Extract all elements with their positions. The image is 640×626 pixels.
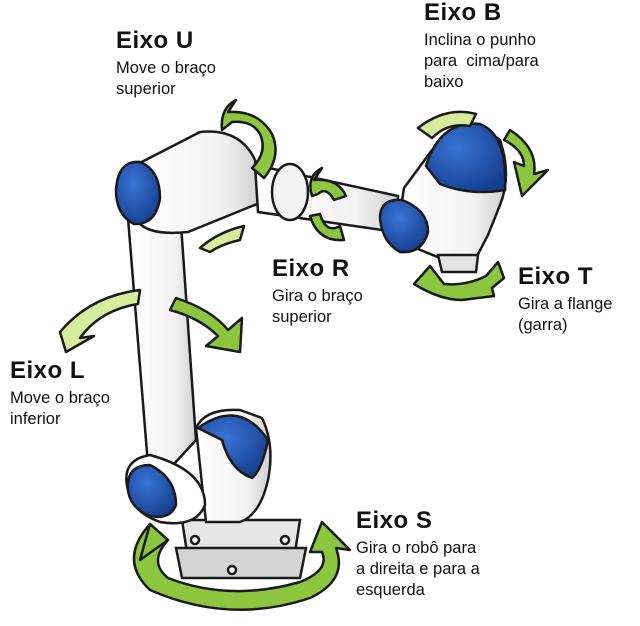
t-axis-arrow-icon — [412, 260, 506, 302]
axis-r-title: Eixo R — [272, 255, 350, 282]
b-axis-arrow-icon — [416, 110, 550, 198]
axis-b-desc-line: para cima/para — [424, 52, 539, 70]
axis-b-description: Inclina o punho para cima/para baixo — [424, 30, 539, 93]
axis-t-title: Eixo T — [518, 263, 594, 290]
l-axis-arrow-icon — [58, 288, 244, 354]
robot-wrist — [378, 122, 508, 274]
axis-s-desc-line: a direita e para a — [356, 560, 480, 578]
axis-s-title: Eixo S — [356, 507, 433, 534]
axis-r-desc-line: superior — [272, 308, 332, 326]
robot-upper-arm — [114, 130, 400, 235]
axis-t-desc-line: Gira a flange — [518, 295, 613, 313]
axis-t-desc-line: (garra) — [518, 316, 568, 334]
s-axis-arrow-icon — [132, 520, 352, 611]
robot-waist — [194, 408, 272, 524]
axis-u-label: Eixo U Move o braço superior — [116, 28, 216, 100]
axis-s-desc-line: Gira o robô para — [356, 539, 477, 557]
axis-t-description: Gira a flange (garra) — [518, 294, 612, 336]
axis-t-label: Eixo T Gira a flange (garra) — [518, 264, 612, 336]
axis-s-description: Gira o robô para a direita e para a esqu… — [356, 538, 480, 601]
axis-r-label: Eixo R Gira o braço superior — [272, 256, 363, 328]
axis-b-desc-line: baixo — [424, 73, 464, 91]
axis-u-desc-line: Move o braço — [116, 59, 216, 77]
axis-s-desc-line: esquerda — [356, 581, 425, 599]
axis-l-title: Eixo L — [10, 357, 86, 384]
axis-u-description: Move o braço superior — [116, 58, 216, 100]
axis-u-desc-line: superior — [116, 80, 176, 98]
axis-b-title: Eixo B — [424, 0, 502, 26]
axis-b-label: Eixo B Inclina o punho para cima/para ba… — [424, 0, 539, 93]
axis-r-desc-line: Gira o braço — [272, 287, 363, 305]
axis-l-desc-line: inferior — [10, 410, 61, 428]
axis-l-description: Move o braço inferior — [10, 388, 110, 430]
axis-s-label: Eixo S Gira o robô para a direita e para… — [356, 508, 480, 601]
robot-base — [174, 518, 308, 580]
r-axis-arrow-icon — [308, 166, 348, 242]
axis-l-label: Eixo L Move o braço inferior — [10, 358, 110, 430]
u-axis-arrow-icon — [198, 98, 277, 254]
robot-lower-arm — [125, 208, 207, 525]
axis-u-title: Eixo U — [116, 27, 194, 54]
axis-r-description: Gira o braço superior — [272, 286, 363, 328]
axis-b-desc-line: Inclina o punho — [424, 31, 536, 49]
axis-l-desc-line: Move o braço — [10, 389, 110, 407]
